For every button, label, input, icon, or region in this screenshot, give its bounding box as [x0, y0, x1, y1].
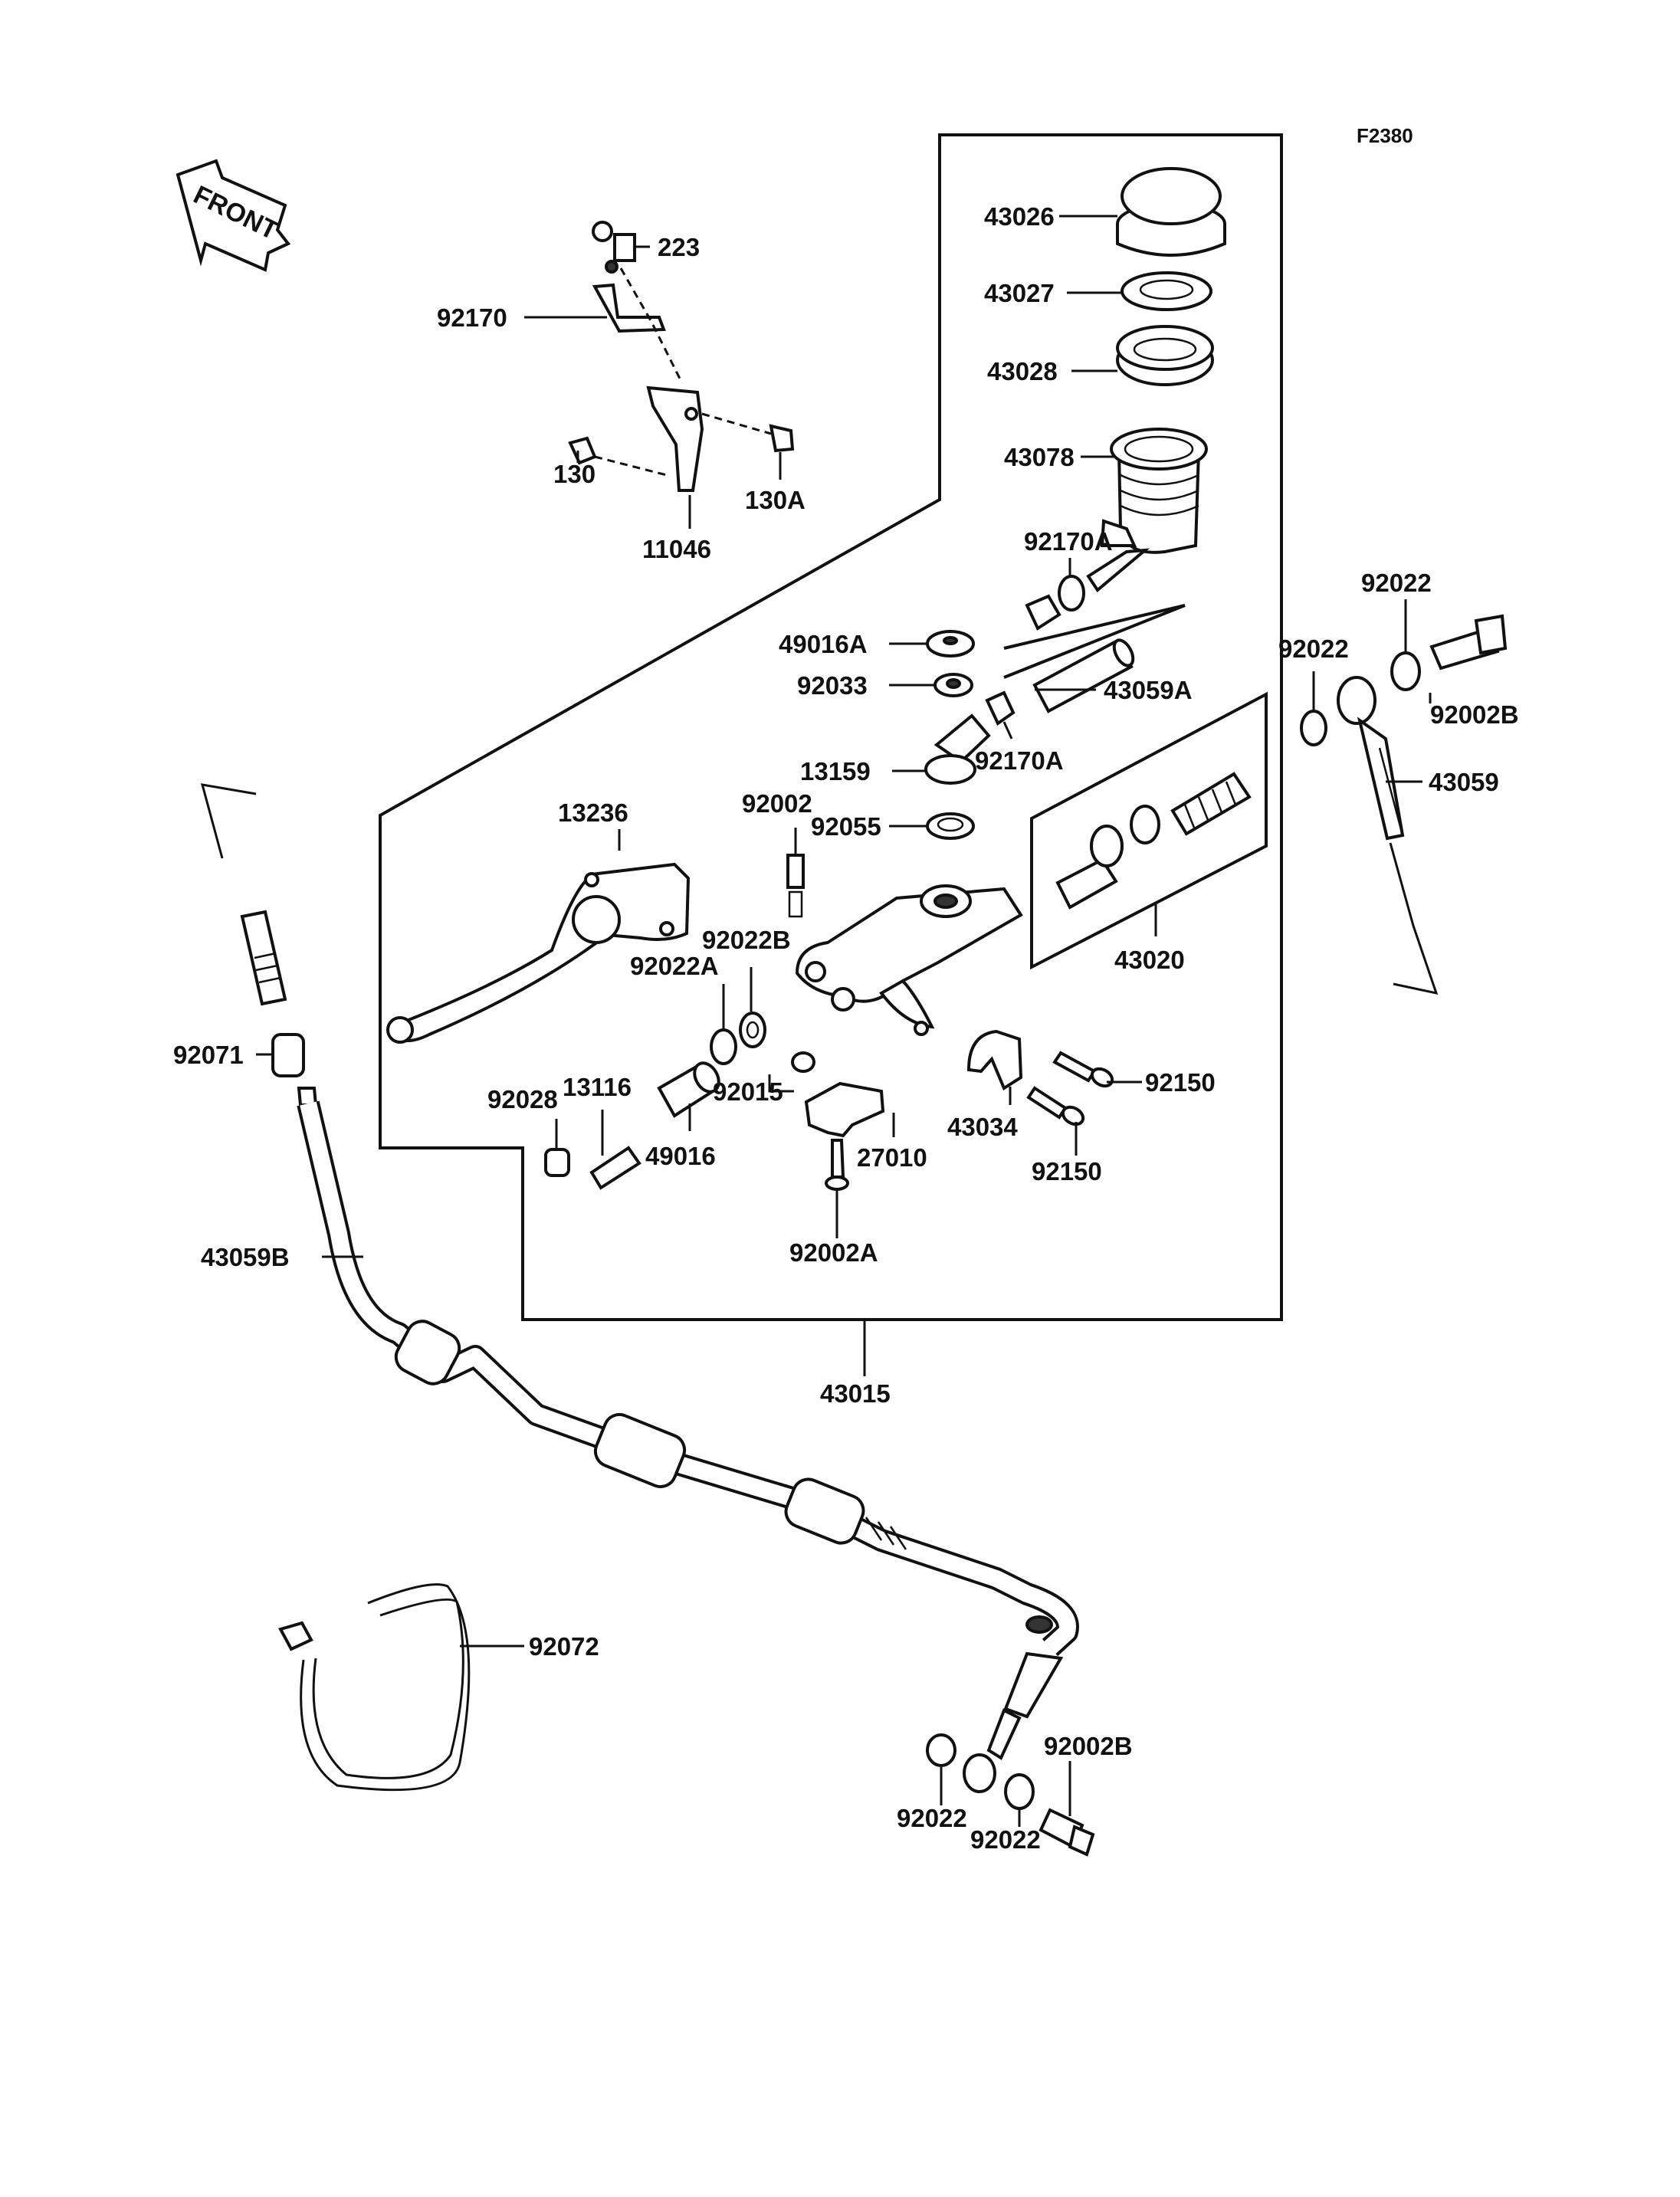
bolt-92150-upper — [1052, 1051, 1114, 1088]
label-92150-b: 92150 — [1032, 1157, 1102, 1185]
assembly-outline-43015 — [379, 133, 1283, 1321]
band-92072 — [278, 1583, 471, 1792]
label-43020: 43020 — [1114, 946, 1185, 974]
label-11046: 11046 — [642, 535, 711, 563]
grommet-49016A — [926, 630, 975, 657]
label-13159: 13159 — [800, 757, 871, 785]
cap-92028 — [544, 1148, 570, 1177]
washer-92022-right-2 — [1390, 651, 1421, 691]
clutch-hose-43059B — [297, 1087, 1079, 1793]
clutch-lever-13236 — [386, 862, 691, 1044]
reservoir-cap-43026 — [1116, 167, 1226, 257]
label-92170A-top: 92170A — [1024, 527, 1113, 556]
switch-27010 — [804, 1081, 885, 1138]
front-arrow-icon: FRONT — [176, 159, 291, 272]
hose-43059-continuation-line — [1389, 842, 1439, 995]
hose-fitting-43059 — [1337, 676, 1405, 841]
screw-92002 — [786, 854, 805, 918]
hose-43059A — [1032, 638, 1135, 713]
screw-92002A — [825, 1139, 849, 1191]
washer-92022A — [710, 1028, 737, 1065]
diaphragm-43028 — [1116, 325, 1214, 386]
diaphragm-plate-43027 — [1121, 271, 1212, 311]
label-43059A: 43059A — [1104, 676, 1193, 704]
label-92028: 92028 — [487, 1085, 558, 1113]
label-92022-bottom-2: 92022 — [970, 1825, 1041, 1854]
label-92033: 92033 — [797, 671, 868, 700]
svg-text:FRONT: FRONT — [189, 180, 282, 246]
bolt-92150-lower — [1026, 1086, 1085, 1126]
figure-code: F2380 — [1357, 124, 1413, 147]
clamp-92170A-mid — [985, 690, 1016, 726]
elbow-fitting-13159 — [924, 713, 991, 785]
label-49016: 49016 — [645, 1142, 716, 1170]
label-92022-bottom-1: 92022 — [897, 1804, 967, 1832]
washer-92022-bottom-2 — [1004, 1773, 1035, 1810]
nut-92015 — [791, 1051, 815, 1073]
leader-lines — [256, 215, 1432, 1827]
label-92022-right: 92022 — [1278, 635, 1349, 663]
label-43059B: 43059B — [201, 1243, 290, 1271]
label-92071: 92071 — [173, 1041, 244, 1069]
washer-92022-bottom-1 — [926, 1733, 956, 1767]
label-92002A: 92002A — [789, 1238, 878, 1267]
label-92170: 92170 — [437, 303, 507, 332]
label-13236: 13236 — [558, 798, 628, 827]
hose-end-fitting — [1025, 594, 1061, 631]
label-43028: 43028 — [987, 357, 1058, 385]
label-92055: 92055 — [811, 812, 881, 841]
banjo-bolt-92002B-right — [1429, 614, 1508, 671]
bracket-group — [568, 221, 795, 492]
pin-13116 — [589, 1146, 641, 1190]
banjo-bolt-92002B-bottom — [1039, 1808, 1095, 1857]
clamp-43034 — [966, 1029, 1023, 1090]
assembly-outline-43020 — [1030, 691, 1268, 970]
label-130: 130 — [553, 460, 596, 488]
piston-assembly-43020 — [1055, 772, 1252, 910]
label-43034: 43034 — [947, 1113, 1018, 1141]
label-223: 223 — [658, 233, 700, 261]
label-92002B-bottom: 92002B — [1044, 1732, 1133, 1760]
hose-bracket-outline — [1003, 604, 1186, 679]
o-ring-92033 — [934, 673, 973, 697]
label-92022A: 92022A — [630, 952, 719, 980]
master-cylinder-body — [795, 884, 1023, 1036]
label-92150-a: 92150 — [1145, 1068, 1216, 1097]
hose-end-left-upper — [240, 910, 287, 1006]
label-13116: 13116 — [563, 1073, 632, 1101]
label-43026: 43026 — [984, 202, 1055, 231]
seal-92055 — [926, 812, 975, 840]
washer-92022-right-1 — [1300, 710, 1327, 746]
reservoir-43078 — [1086, 428, 1208, 592]
label-49016A: 49016A — [779, 630, 868, 658]
label-27010: 27010 — [857, 1143, 927, 1172]
hose-left-continuation-line — [200, 783, 257, 859]
label-92002: 92002 — [742, 789, 812, 818]
label-43015: 43015 — [820, 1379, 891, 1408]
label-92002B-right: 92002B — [1430, 700, 1519, 729]
label-92022B: 92022B — [702, 926, 791, 954]
label-92170A-mid: 92170A — [975, 746, 1064, 775]
washer-92022B — [739, 1012, 766, 1048]
part-labels: 223 92170 130 130A 11046 43026 43027 430… — [173, 202, 1519, 1854]
label-130A: 130A — [745, 486, 806, 514]
hose-clamp-92170A-top — [1058, 575, 1085, 612]
label-92015: 92015 — [713, 1077, 783, 1106]
label-92022-right-top: 92022 — [1361, 569, 1432, 597]
label-43059: 43059 — [1429, 768, 1499, 796]
label-92072: 92072 — [529, 1632, 599, 1661]
cover-92071 — [271, 1033, 305, 1077]
label-43078: 43078 — [1004, 443, 1075, 471]
label-43027: 43027 — [984, 279, 1055, 307]
pivot-49016 — [657, 1061, 720, 1118]
